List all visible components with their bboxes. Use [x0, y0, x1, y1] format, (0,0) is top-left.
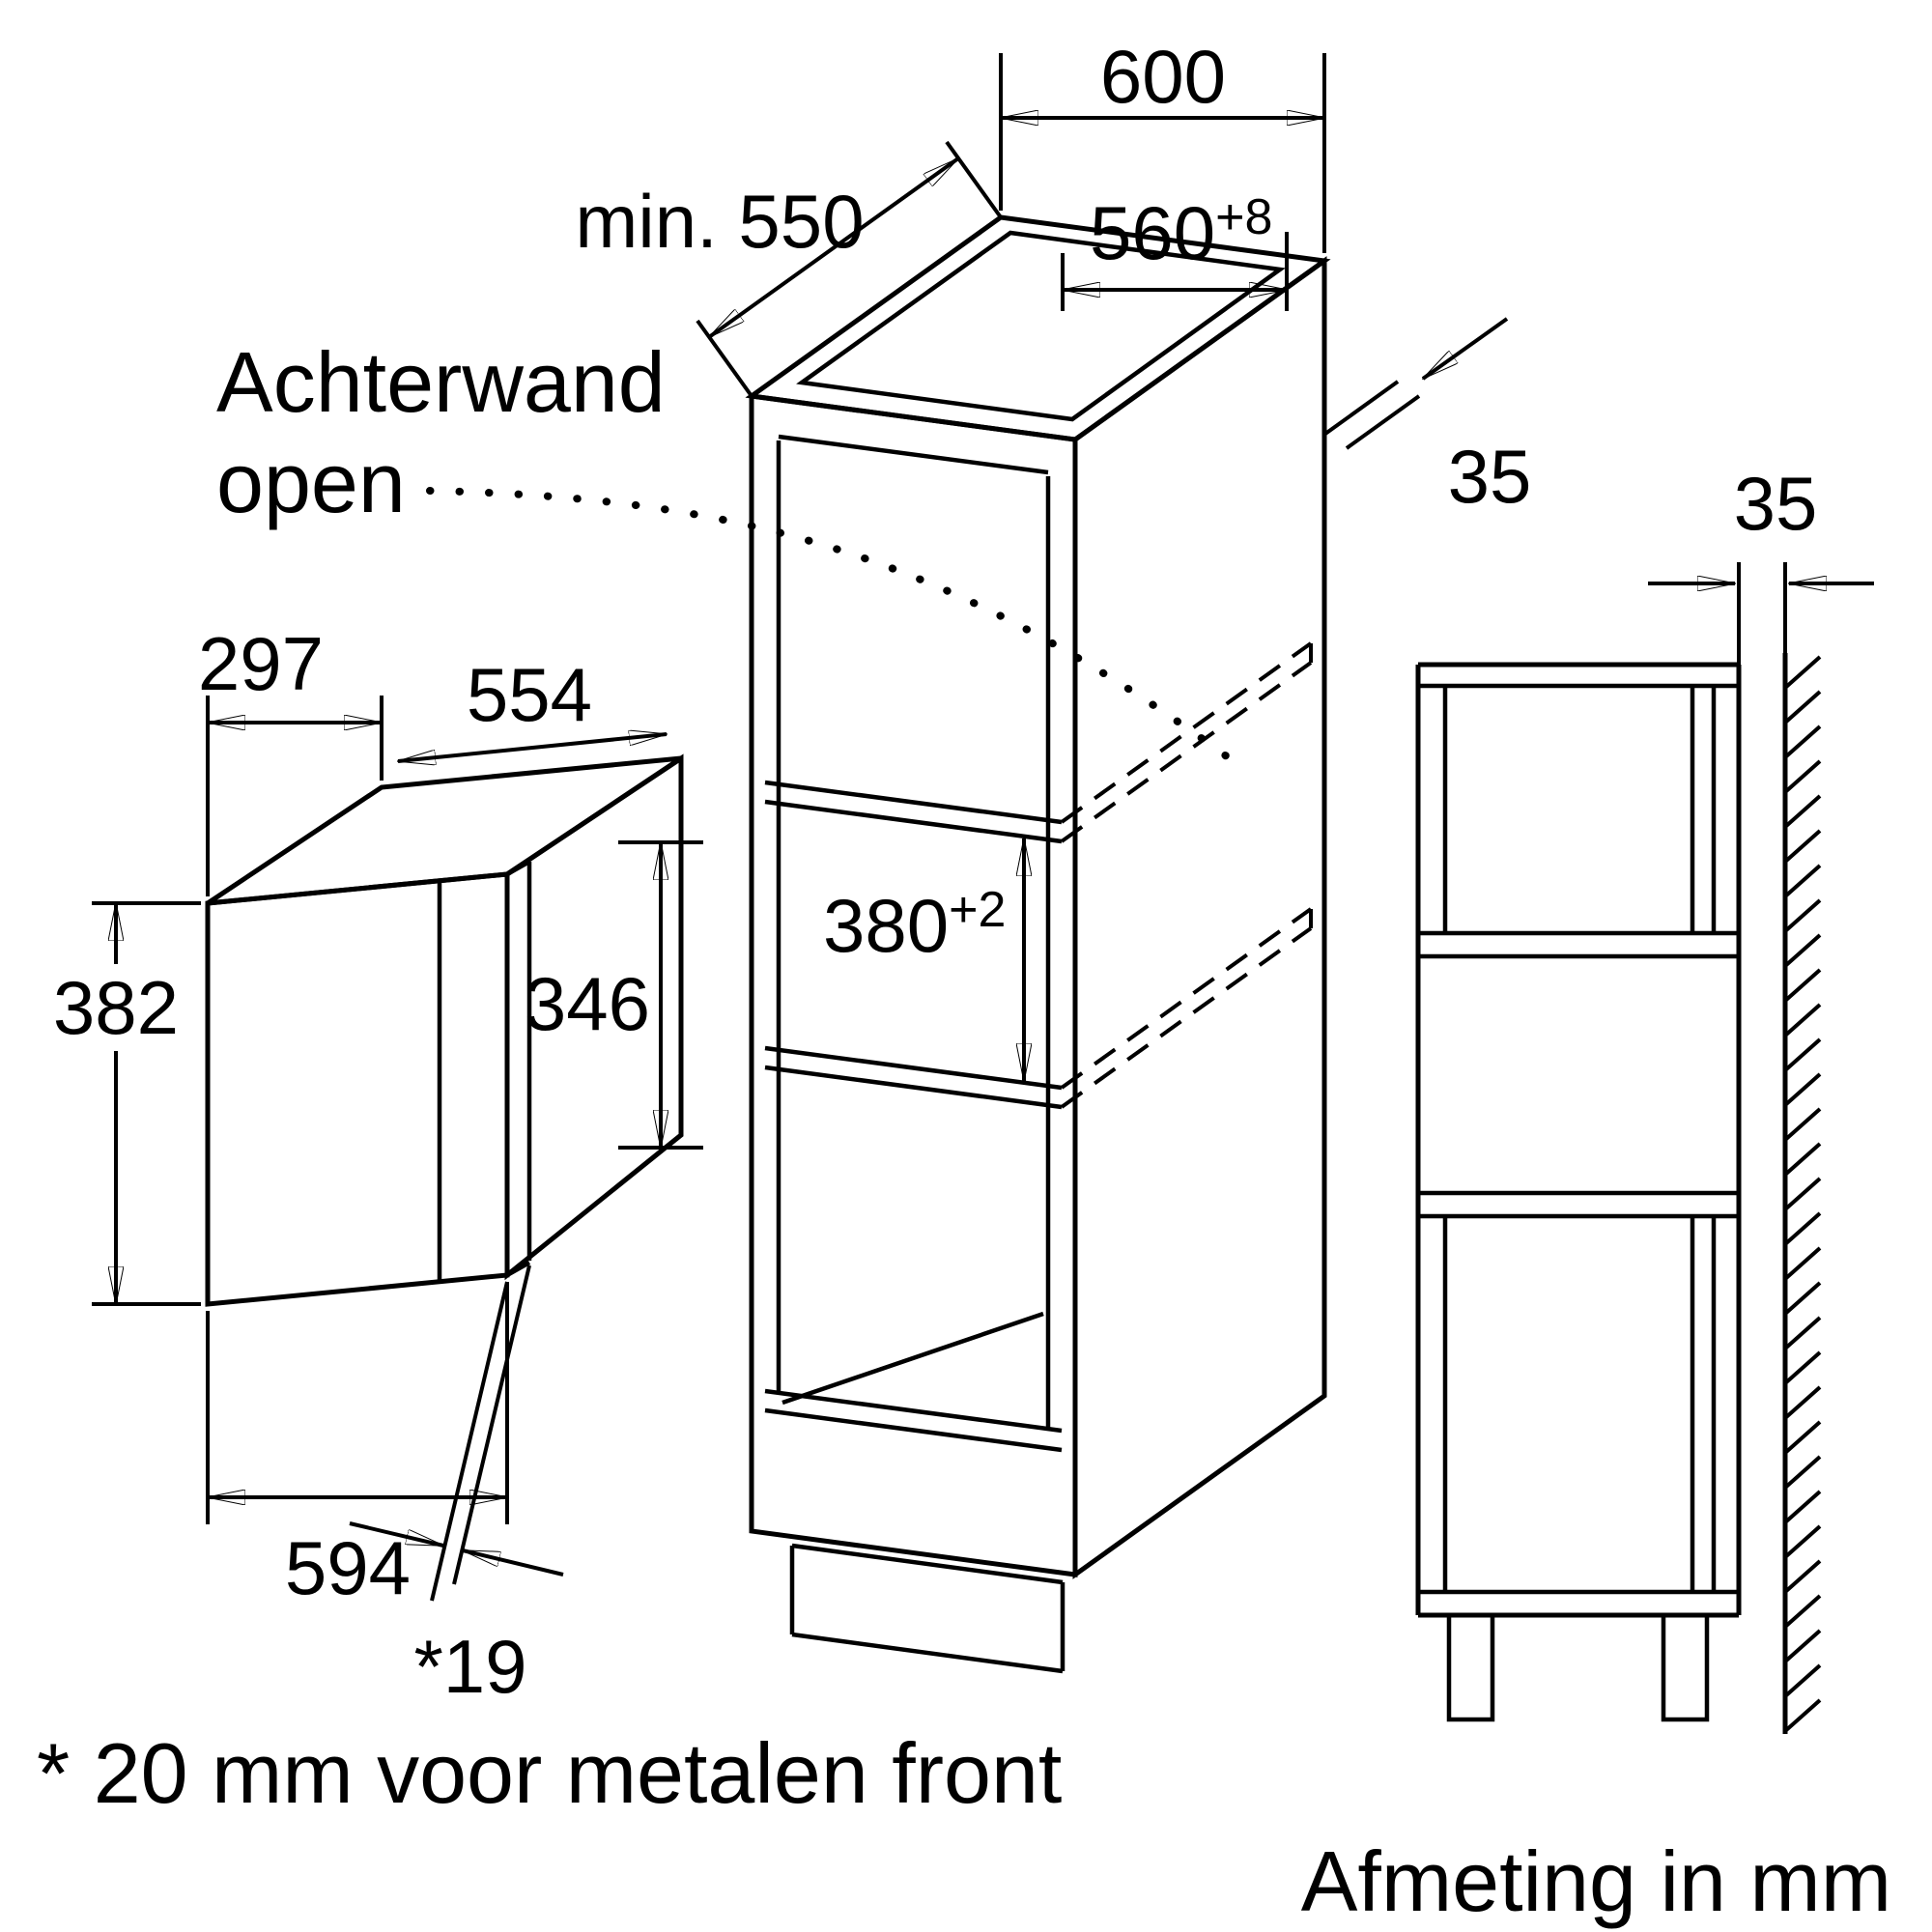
dim-niche-width-label: 560+8 [1090, 189, 1272, 275]
microwave-front-face [205, 871, 510, 1307]
microwave-plate-bottom-join [505, 1261, 531, 1277]
shelf-lower-front-1 [764, 1045, 1063, 1091]
microwave-view: 297 554 382 346 594 [41, 621, 703, 1709]
dim-wall-gap-label: 35 [1734, 461, 1818, 546]
dim-front-offset-label: *19 [413, 1624, 526, 1709]
footnote: * 20 mm voor metalen front [37, 1725, 1062, 1821]
dim-body-width-label: 554 [467, 652, 592, 737]
dim-min-depth-label: min. 550 [575, 179, 864, 264]
shelf-upper-front-1 [764, 780, 1063, 825]
microwave-plate-top-join [505, 860, 531, 876]
dim-depth-297: 297 [198, 621, 384, 896]
cabinet-floor-depth [781, 1311, 1044, 1406]
dim-body-height-label: 346 [525, 961, 650, 1046]
dim-front-height-382: 382 [41, 901, 201, 1306]
dim-depth-label: 297 [198, 621, 324, 706]
dim-front-height-label: 382 [53, 965, 179, 1050]
cabinet-plinth [789, 1543, 1065, 1674]
cabinet-top-panel-line [778, 434, 1049, 475]
dim-front-width-label: 594 [285, 1525, 411, 1610]
side-view: 35 [1415, 461, 1874, 1722]
cabinet-view: min. 550 600 560+8 380+2 [216, 34, 1532, 1674]
dim-top-gap-label: 35 [1448, 434, 1532, 519]
rear-panel-note: Achterwand open [216, 334, 1250, 775]
hidden-shelf-planes [1060, 641, 1313, 1109]
dim-niche-height-380: 380+2 [823, 838, 1024, 1081]
microwave-top-face [206, 755, 683, 906]
microwave-right-face [504, 753, 684, 1281]
cabinet-floor-1 [764, 1388, 1063, 1434]
wall-hatch [1782, 653, 1822, 1734]
dim-cabinet-width-label: 600 [1100, 34, 1226, 119]
cabinet-foot-left [1446, 1612, 1495, 1722]
dim-body-height-346: 346 [525, 840, 703, 1150]
shelf-lower-front-2 [764, 1065, 1063, 1110]
dim-front-width-594: 594 [206, 1282, 509, 1610]
rear-panel-note-line1: Achterwand [216, 334, 666, 430]
units-note: Afmeting in mm [1301, 1833, 1891, 1929]
rear-panel-note-line2: open [216, 435, 406, 530]
dim-min-depth-550: min. 550 [575, 140, 1003, 398]
dim-wall-gap-35: 35 [1648, 461, 1874, 665]
dim-body-width-554: 554 [398, 652, 667, 761]
dim-niche-width-560: 560+8 [1061, 189, 1289, 311]
dim-front-offset-19: *19 [349, 1264, 564, 1709]
cabinet-floor-2 [764, 1407, 1063, 1453]
cabinet-foot-right [1661, 1612, 1710, 1722]
dim-niche-height-label: 380+2 [823, 882, 1006, 968]
wall-hatch-strokes [1783, 655, 1822, 1733]
shelf-upper-front-2 [764, 799, 1063, 844]
cabinet-right-face [1072, 256, 1327, 1579]
cabinet-front-face [749, 393, 1078, 1577]
dim-top-gap-35: 35 [1323, 317, 1532, 519]
rear-panel-leader-dots [426, 487, 1250, 775]
dim-cabinet-width-600: 600 [999, 34, 1326, 253]
